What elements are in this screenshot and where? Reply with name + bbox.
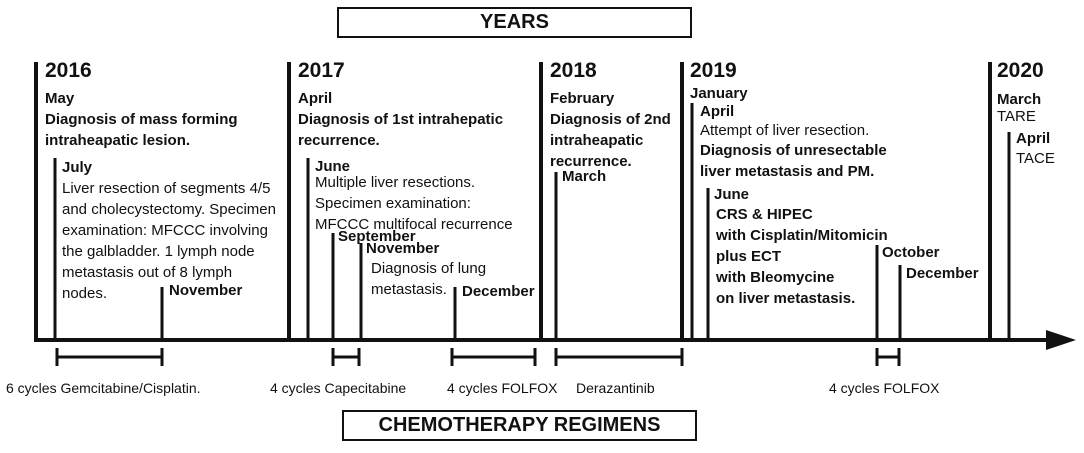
- regimen-label-5: 4 cycles FOLFOX: [829, 380, 940, 396]
- event-month-june-2019: June: [714, 186, 750, 203]
- event-text-july-2016: Liver resection of segments 4/5 and chol…: [62, 180, 276, 302]
- event-month-march-2020: March: [997, 91, 1042, 108]
- event-month-april-2017: April: [298, 90, 333, 107]
- event-text-feb-2018: Diagnosis of 2nd intraheapatic recurrenc…: [550, 111, 671, 170]
- years-header: YEARS: [337, 7, 692, 38]
- regimen-bracket-1: [55, 348, 164, 366]
- event-month-oct-2019: October: [882, 244, 940, 261]
- event-month-feb-2018: February: [550, 90, 615, 107]
- regimen-label-2: 4 cycles Capecitabine: [270, 380, 407, 396]
- event-month-june-2017: June: [315, 158, 351, 175]
- event-text-april-2019: Attempt of liver resection.: [700, 122, 870, 139]
- event-month-dec-2019: December: [906, 265, 979, 282]
- event-month-jan-2019: January: [690, 85, 748, 102]
- regimen-label-1: 6 cycles Gemcitabine/Cisplatin.: [6, 380, 201, 396]
- regimen-label-3: 4 cycles FOLFOX: [447, 380, 558, 396]
- year-label-2020: 2020: [997, 59, 1044, 82]
- event-month-may-2016: May: [45, 90, 75, 107]
- event-month-nov-2017: November: [366, 240, 440, 257]
- event-month-july-2016: July: [62, 159, 93, 176]
- regimen-bracket-3: [450, 348, 537, 366]
- event-text-may-2016: Diagnosis of mass forming intraheapatic …: [45, 111, 238, 149]
- regimens-header: CHEMOTHERAPY REGIMENS: [342, 410, 697, 441]
- event-month-april-2020: April: [1016, 130, 1051, 147]
- event-text-june-2017: Multiple liver resections. Specimen exam…: [315, 174, 513, 233]
- event-text-april-2020: TACE: [1016, 150, 1055, 167]
- event-text-bold-april-2019: Diagnosis of unresectable liver metastas…: [700, 142, 887, 180]
- regimen-bracket-4: [554, 348, 684, 366]
- regimen-label-4: Derazantinib: [576, 380, 655, 396]
- event-text-june-2019: CRS & HIPEC with Cisplatin/Mitomicin plu…: [716, 206, 888, 307]
- event-text-nov-2017: Diagnosis of lung metastasis.: [371, 260, 487, 298]
- event-month-sep-2017: September: [338, 228, 416, 245]
- year-label-2019: 2019: [690, 59, 737, 82]
- event-month-nov-2016: November: [169, 282, 243, 299]
- event-text-april-2017: Diagnosis of 1st intrahepatic recurrence…: [298, 111, 504, 149]
- timeline-arrowhead: [1046, 330, 1076, 350]
- event-text-march-2020: TARE: [997, 108, 1036, 125]
- regimen-bracket-5: [875, 348, 901, 366]
- year-label-2016: 2016: [45, 59, 92, 82]
- year-label-2018: 2018: [550, 59, 597, 82]
- year-label-2017: 2017: [298, 59, 345, 82]
- event-month-march-2018: March: [562, 168, 607, 185]
- event-month-dec-2017: December: [462, 283, 535, 300]
- event-month-april-2019: April: [700, 103, 735, 120]
- regimen-bracket-2: [331, 348, 361, 366]
